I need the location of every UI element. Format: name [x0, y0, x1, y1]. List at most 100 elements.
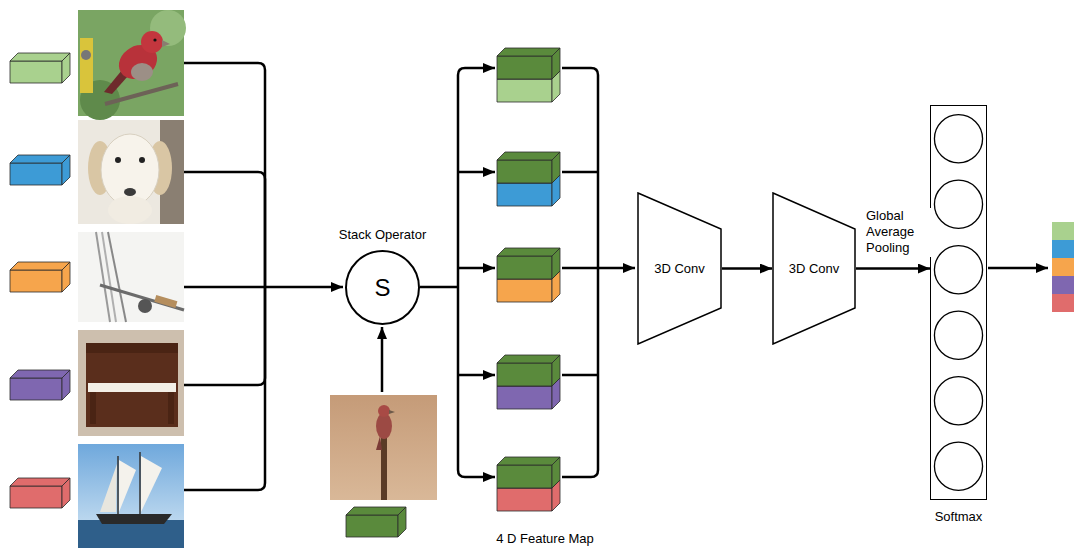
piano-image-part [86, 343, 178, 353]
piano-image-part [88, 383, 176, 392]
sailboat-image-part [119, 460, 136, 512]
piano-image-part [86, 343, 178, 427]
input-wires-part [184, 172, 265, 287]
trapezoid-shape [638, 193, 721, 344]
feature-map-cubes-part [497, 48, 560, 79]
fishing-rod-image-part [138, 299, 152, 313]
feature-map-cubes-part [497, 355, 560, 386]
node-label: 3D Conv [789, 261, 840, 277]
branch-wires-part [598, 267, 635, 270]
query-cube [346, 507, 406, 537]
conv-block: 3D Conv [637, 192, 722, 345]
input-wires-part [184, 287, 265, 385]
node-label: 3D Conv [654, 261, 705, 277]
output-strip-part [1052, 276, 1074, 294]
sailboat-image-part [100, 464, 117, 512]
bird-image-part [131, 63, 153, 81]
neuron [934, 180, 982, 228]
branch-wires-part [458, 68, 495, 75]
branch-wires-part [988, 267, 1048, 270]
fishing-rod-image-part [108, 232, 126, 322]
branch-wires-part [562, 171, 598, 174]
dog-image-part [78, 120, 184, 224]
sailboat-image [78, 444, 184, 548]
piano-image-part [168, 392, 174, 424]
sailboat-image-part [78, 444, 184, 548]
trapezoid-shape [773, 193, 855, 344]
class-cubes-part [10, 155, 70, 185]
input-wires-part [184, 286, 343, 289]
dog-image-part [108, 196, 152, 224]
fishing-rod-image [78, 232, 184, 322]
sailboat-image-part [117, 456, 119, 518]
branch-wires-part [562, 267, 598, 270]
node-heading: Stack Operator [339, 227, 426, 242]
output-strip-part [1052, 222, 1074, 240]
class-cubes-part [10, 53, 70, 83]
figure-label: 4 D Feature Map [475, 531, 615, 547]
arrow-connector [856, 267, 930, 270]
bird-image-part [80, 38, 93, 93]
output-strip [1052, 222, 1074, 312]
neuron [934, 311, 982, 359]
branch-wires-part [458, 171, 495, 174]
input-wires-part [184, 63, 265, 287]
feature-map-cubes [497, 48, 560, 511]
branch-wires [420, 68, 1048, 477]
sailboat-image-part [139, 452, 141, 518]
bird-image-part [150, 10, 186, 46]
branch-wires-part [420, 286, 458, 289]
sailboat-image-part [96, 514, 172, 524]
input-wires-part [184, 287, 265, 490]
fishing-rod-image-part [78, 232, 184, 322]
branch-wires-part [458, 470, 495, 477]
neuron [934, 442, 982, 490]
stack-operator: Stack OperatorS [345, 250, 420, 325]
sailboat-image-part [78, 520, 184, 548]
neuron [934, 377, 982, 425]
node-label: S [374, 276, 390, 300]
piano-image [78, 330, 184, 436]
branch-wires-part [458, 374, 495, 377]
dog-image-part [139, 157, 145, 163]
softmax-layer: Softmax [930, 105, 987, 500]
bird-image-part [141, 31, 163, 53]
class-cubes-part [10, 262, 70, 292]
output-strip-part [1052, 240, 1074, 258]
arrow-connector [722, 267, 772, 270]
bird-image-part [162, 40, 170, 47]
branch-wires-part [457, 75, 460, 470]
sailboat-image-part [141, 456, 162, 512]
branch-wires-part [562, 68, 598, 477]
edge-label: Global Average Pooling [866, 208, 934, 257]
output-strip-part [1052, 294, 1074, 312]
query-image-part [381, 438, 387, 500]
class-cubes [10, 53, 70, 508]
bird-image-part [81, 50, 91, 60]
query-image-part [378, 405, 390, 417]
neuron [934, 115, 982, 163]
query-image [330, 395, 437, 500]
fishing-rod-image-part [102, 232, 116, 322]
neuron [934, 246, 982, 294]
dog-image [78, 120, 184, 224]
feature-map-cubes-part [497, 152, 560, 183]
dog-image-part [101, 134, 159, 206]
query-image-part [330, 395, 437, 500]
output-strip-part [1052, 258, 1074, 276]
class-cubes-part [10, 478, 70, 508]
conv-block: 3D Conv [772, 192, 856, 345]
feature-map-cubes-part [497, 457, 560, 488]
fishing-rod-image-part [154, 295, 177, 308]
piano-image-part [78, 330, 184, 436]
dog-image-part [124, 188, 136, 196]
dog-image-part [115, 157, 121, 163]
bird-image-part [153, 38, 156, 41]
branch-wires-part [562, 374, 598, 377]
neuron-column [931, 106, 986, 499]
bird-image [78, 10, 186, 120]
node-heading: Softmax [935, 509, 983, 524]
input-wires-part [381, 327, 384, 392]
